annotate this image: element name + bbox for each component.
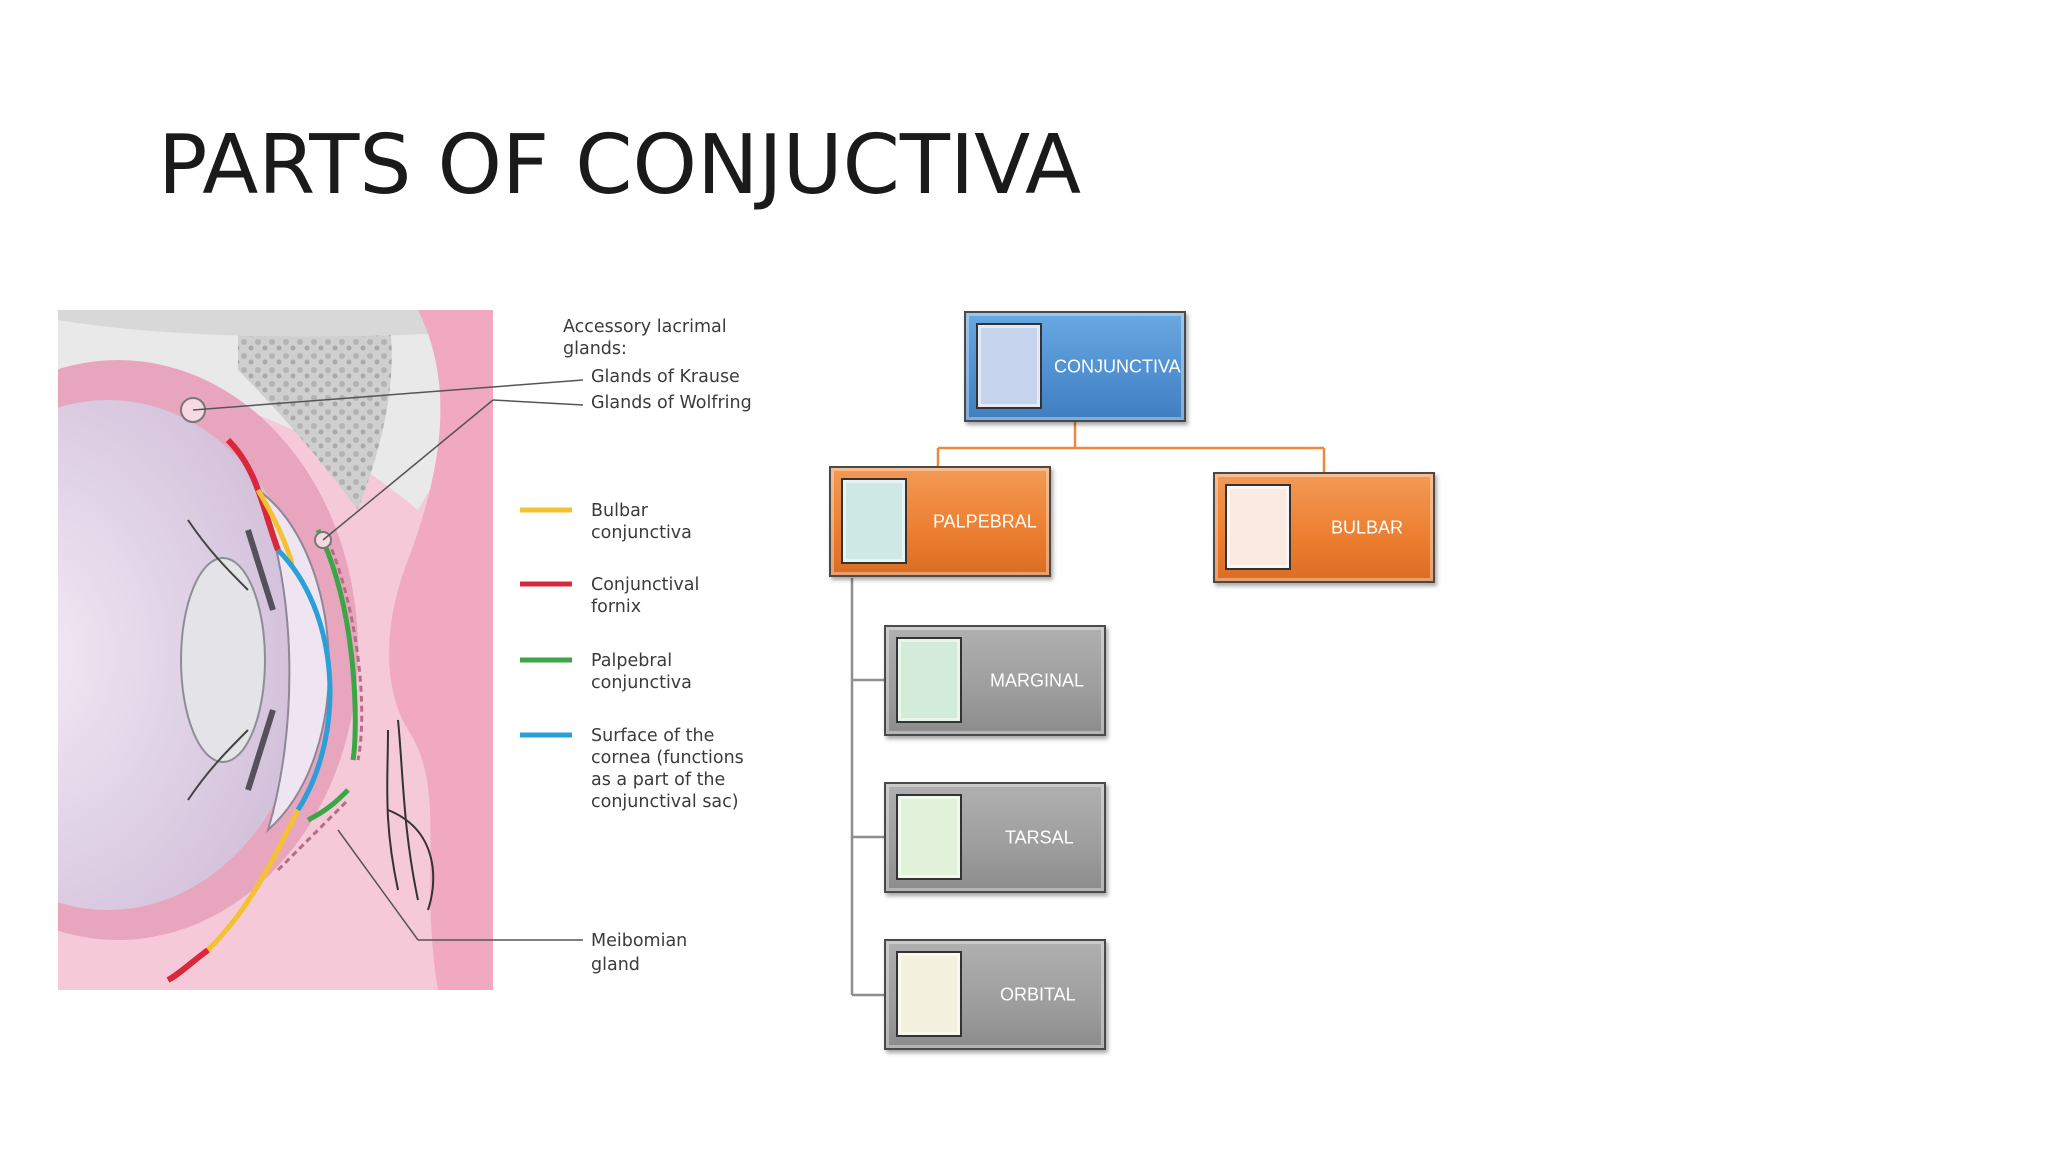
legend-cornea-line-2: cornea (functions — [591, 748, 744, 768]
node-conjunctiva: CONJUNCTIVA — [964, 311, 1186, 422]
label-glands-of-wolfring: Glands of Wolfring — [591, 393, 752, 413]
label-meibomian-line-1: Meibomian — [591, 931, 687, 951]
node-marginal-label: MARGINAL — [990, 670, 1085, 690]
node-conjunctiva-label: CONJUNCTIVA — [1054, 356, 1181, 376]
label-glands: glands: — [563, 339, 627, 359]
label-meibomian-line-2: gland — [591, 955, 640, 975]
node-bulbar-swatch — [1225, 484, 1291, 570]
node-bulbar-label: BULBAR — [1331, 517, 1404, 537]
node-bulbar: BULBAR — [1213, 472, 1435, 583]
legend: Bulbar conjunctiva Conjunctival fornix P… — [520, 501, 744, 812]
node-tarsal: TARSAL — [884, 782, 1106, 893]
legend-bulbar-line-1: Bulbar — [591, 501, 649, 521]
node-orbital-label: ORBITAL — [1000, 984, 1076, 1004]
legend-bulbar-line-2: conjunctiva — [591, 523, 692, 543]
node-palpebral-swatch — [841, 478, 907, 564]
node-palpebral-label: PALPEBRAL — [933, 511, 1037, 531]
node-tarsal-swatch — [896, 794, 962, 880]
node-marginal-swatch — [896, 637, 962, 723]
label-accessory-lacrimal: Accessory lacrimal — [563, 317, 727, 337]
legend-fornix-line-1: Conjunctival — [591, 575, 699, 595]
connector-root-to-level2 — [936, 422, 1326, 472]
conjunctiva-anatomy-illustration: Accessory lacrimal glands: Glands of Kra… — [58, 310, 752, 990]
node-orbital: ORBITAL — [884, 939, 1106, 1050]
label-glands-of-krause: Glands of Krause — [591, 367, 740, 387]
page-title: PARTS OF CONJUCTIVA — [158, 118, 1082, 213]
node-marginal: MARGINAL — [884, 625, 1106, 736]
node-tarsal-label: TARSAL — [1005, 827, 1074, 847]
legend-cornea-line-1: Surface of the — [591, 726, 714, 746]
legend-palpebral-line-2: conjunctiva — [591, 673, 692, 693]
node-orbital-swatch — [896, 951, 962, 1037]
connector-palpebral-to-children — [850, 578, 884, 997]
legend-fornix-line-2: fornix — [591, 597, 641, 617]
legend-cornea-line-3: as a part of the — [591, 770, 725, 790]
legend-palpebral-line-1: Palpebral — [591, 651, 672, 671]
legend-cornea-line-4: conjunctival sac) — [591, 792, 739, 812]
node-conjunctiva-swatch — [976, 323, 1042, 409]
node-palpebral: PALPEBRAL — [829, 466, 1051, 577]
